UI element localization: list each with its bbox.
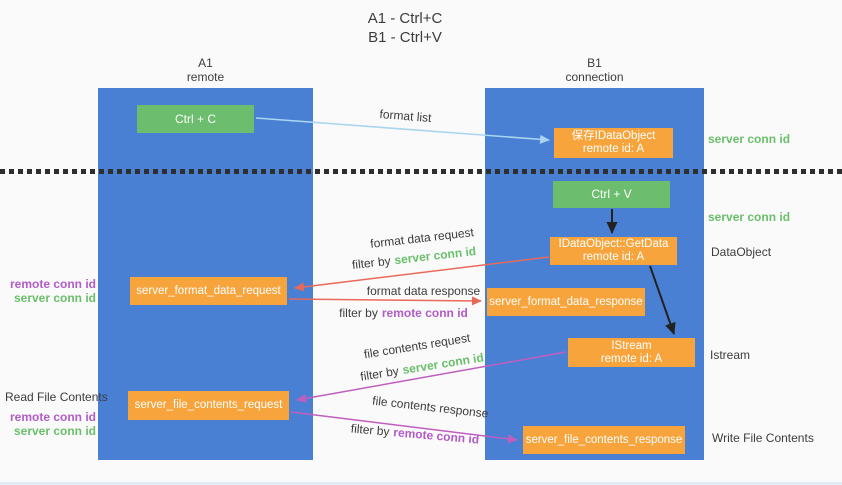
filter-by-text: filter by: [350, 421, 391, 439]
file-response-label: server_file_contents_response: [525, 433, 683, 446]
istream-node: IStream remote id: A: [568, 338, 695, 367]
ctrl-v-label: Ctrl + V: [591, 187, 632, 201]
remote-conn-id-label: remote conn id: [9, 410, 96, 424]
diagram-title: A1 - Ctrl+C B1 - Ctrl+V: [300, 9, 510, 47]
server-format-data-response-node: server_format_data_response: [487, 288, 645, 316]
title-line-b1: B1 - Ctrl+V: [368, 29, 442, 46]
save-dataobject-line2: remote id: A: [582, 143, 645, 155]
server-conn-id-label: server conn id: [13, 291, 96, 305]
idataobject-getdata-node: IDataObject::GetData remote id: A: [550, 237, 677, 265]
istream-line1: IStream: [611, 339, 652, 352]
server-file-contents-request-node: server_file_contents_request: [128, 391, 289, 420]
save-dataobject-line1: 保存IDataObject: [571, 130, 656, 142]
lane-b1-name: B1: [587, 56, 602, 70]
ctrl-v-node: Ctrl + V: [553, 181, 670, 208]
bottom-edge-line: [0, 482, 842, 485]
write-file-contents-annotation: Write File Contents: [712, 431, 814, 445]
getdata-line1: IDataObject::GetData: [558, 238, 669, 250]
ctrl-c-label: Ctrl + C: [174, 111, 216, 126]
remote-conn-id-label: remote conn id: [9, 277, 96, 291]
conn-id-label-group-format: remote conn id server conn id: [8, 277, 96, 305]
filter-by-text: filter by: [339, 306, 378, 320]
format-request-label: server_format_data_request: [136, 284, 281, 297]
title-line-a1: A1 - Ctrl+C: [367, 10, 443, 27]
file-contents-response-label: file contents response: [371, 393, 490, 421]
server-file-contents-response-node: server_file_contents_response: [523, 426, 685, 454]
dotted-separator-line: [0, 169, 842, 174]
getdata-line2: remote id: A: [582, 251, 645, 263]
server-conn-id-key: server conn id: [401, 350, 485, 377]
file-contents-response-filter-label: filter by remote conn id: [350, 421, 481, 446]
format-list-arrow-label: format list: [379, 106, 432, 126]
server-format-data-request-node: server_format_data_request: [130, 277, 287, 305]
format-data-response-label: format data response: [366, 284, 481, 298]
server-conn-id-label: server conn id: [13, 424, 96, 438]
lane-a1-name: A1: [198, 56, 213, 70]
filter-by-text: filter by: [351, 253, 392, 273]
remote-conn-id-key: remote conn id: [392, 425, 480, 447]
istream-line2: remote id: A: [600, 352, 663, 365]
conn-id-label-group-file: remote conn id server conn id: [8, 410, 96, 438]
lane-b1-role: connection: [565, 70, 624, 84]
filter-by-text: filter by: [359, 363, 400, 384]
dataobject-annotation: DataObject: [711, 245, 772, 259]
lane-a1-role: remote: [186, 70, 225, 84]
format-data-response-arrow: [288, 296, 482, 306]
istream-annotation: Istream: [710, 348, 751, 362]
ctrl-c-node: Ctrl + C: [137, 105, 254, 133]
lane-header-b1-connection: B1 connection: [485, 56, 704, 84]
server-conn-id-label-top: server conn id: [708, 132, 791, 146]
file-request-label: server_file_contents_request: [134, 399, 283, 411]
remote-conn-id-key: remote conn id: [381, 306, 468, 320]
save-dataobject-node: 保存IDataObject remote id: A: [554, 128, 673, 158]
lane-header-a1-remote: A1 remote: [98, 56, 313, 84]
format-data-response-filter-label: filter by remote conn id: [339, 306, 468, 320]
read-file-contents-annotation: Read File Contents: [5, 390, 108, 404]
format-response-label: server_format_data_response: [489, 295, 643, 308]
server-conn-id-label-mid: server conn id: [708, 210, 791, 224]
server-conn-id-key: server conn id: [393, 243, 477, 268]
